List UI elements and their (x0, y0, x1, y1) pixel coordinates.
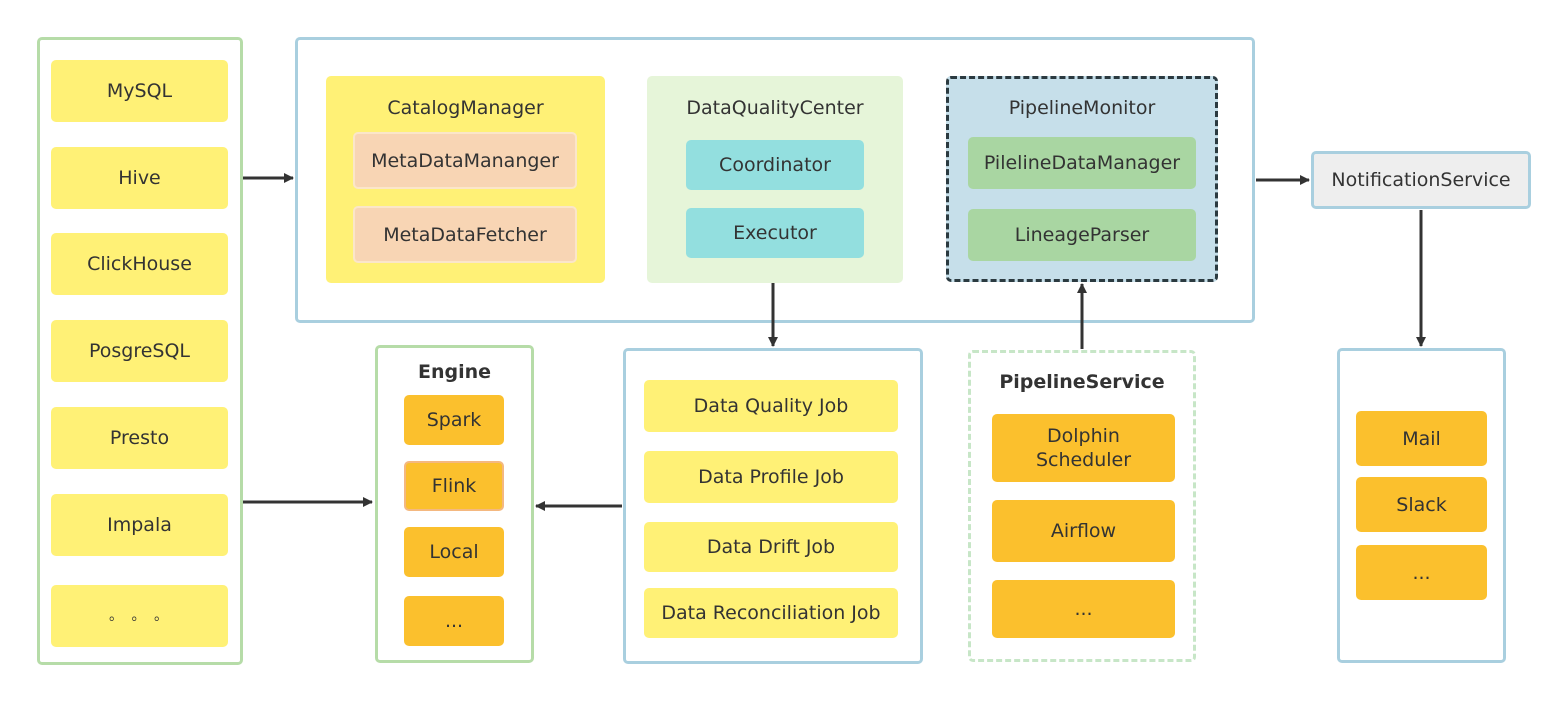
coordinator: Coordinator (686, 140, 864, 190)
data-drift-job: Data Drift Job (644, 522, 898, 572)
engine-more: ... (404, 596, 504, 646)
metadata-manager: MetaDataMananger (353, 132, 577, 189)
pipeline-service-panel (968, 350, 1196, 662)
data-reconciliation-job: Data Reconciliation Job (644, 588, 898, 638)
engine-title: Engine (417, 361, 492, 383)
airflow: Airflow (992, 500, 1175, 562)
engine-flink: Flink (404, 461, 504, 511)
data-sources-panel (37, 37, 243, 665)
executor: Executor (686, 208, 864, 258)
pipeline-service-title: PipelineService (999, 371, 1165, 393)
source-presto: Presto (51, 407, 228, 469)
pipeline-monitor-title: PipelineMonitor (1008, 97, 1156, 119)
data-quality-center-title: DataQualityCenter (686, 97, 864, 119)
channel-mail: Mail (1356, 411, 1487, 466)
source-mysql: MySQL (51, 60, 228, 122)
channels-panel (1337, 348, 1506, 663)
engine-spark: Spark (404, 395, 504, 445)
source-more: 。 。 。 (51, 585, 228, 647)
pipeline-service-more: ... (992, 580, 1175, 638)
engine-local: Local (404, 527, 504, 577)
channel-more: ... (1356, 545, 1487, 600)
core-services-panel (295, 37, 1255, 323)
source-impala: Impala (51, 494, 228, 556)
notification-service: NotificationService (1311, 151, 1531, 209)
engine-panel (375, 345, 534, 663)
pipeline-data-manager: PilelineDataManager (968, 137, 1196, 189)
data-quality-job: Data Quality Job (644, 380, 898, 432)
source-posgresql: PosgreSQL (51, 320, 228, 382)
catalog-manager-title: CatalogManager (387, 97, 544, 119)
data-profile-job: Data Profile Job (644, 451, 898, 503)
channel-slack: Slack (1356, 477, 1487, 532)
lineage-parser: LineageParser (968, 209, 1196, 261)
source-hive: Hive (51, 147, 228, 209)
metadata-fetcher: MetaDataFetcher (353, 206, 577, 263)
source-clickhouse: ClickHouse (51, 233, 228, 295)
dolphin-scheduler: Dolphin Scheduler (992, 414, 1175, 482)
jobs-panel (623, 348, 923, 664)
